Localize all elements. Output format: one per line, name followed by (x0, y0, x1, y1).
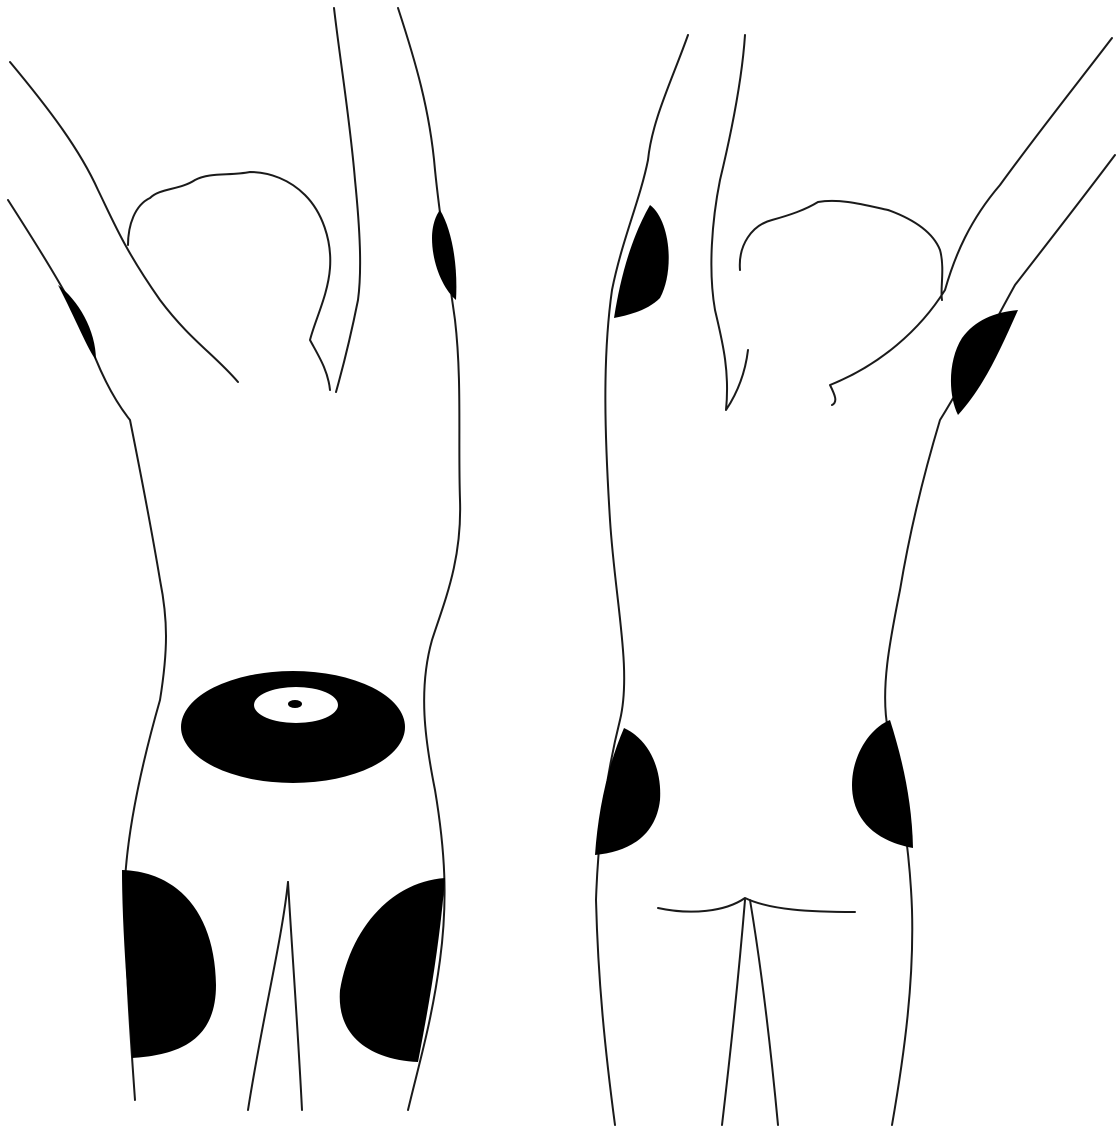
front-thigh-left-zone (122, 870, 216, 1058)
front-abdomen-zone (181, 671, 405, 783)
back-inner-leg-right (750, 900, 778, 1125)
back-buttocks-crease (658, 898, 855, 912)
front-inner-leg-right (288, 882, 302, 1110)
front-view-figure (8, 8, 460, 1110)
front-upper-arm-left-zone (58, 285, 96, 360)
back-inner-leg-left (722, 900, 745, 1125)
front-thigh-right-zone (340, 878, 445, 1062)
back-right-torso-outline (885, 155, 1115, 1125)
front-left-arm-outline (10, 62, 238, 382)
back-upper-arm-left-zone (614, 205, 669, 318)
back-flank-right-zone (852, 720, 913, 848)
back-view-figure (595, 35, 1115, 1125)
back-left-arm-outline (596, 35, 688, 1125)
front-head-outline (128, 172, 330, 390)
back-head-outline (740, 201, 942, 300)
front-upper-arm-right-zone (432, 210, 456, 300)
front-right-arm-inner-outline (334, 8, 360, 392)
back-upper-arm-right-zone (951, 310, 1018, 415)
front-inner-leg-left (248, 882, 288, 1110)
back-flank-left-zone (595, 728, 660, 855)
navel-icon (288, 700, 302, 708)
back-left-inner-arm-outline (711, 35, 748, 410)
